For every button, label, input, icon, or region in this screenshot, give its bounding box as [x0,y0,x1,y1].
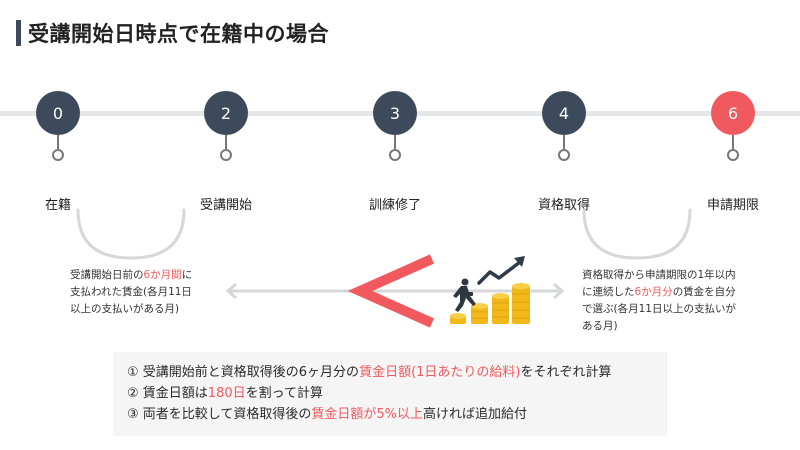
summary-line-3: ③ 両者を比較して資格取得後の賃金日額が5%以上高ければ追加給付 [127,404,653,425]
coin-stack-2 [471,303,488,324]
summary-2-text-a: ② 賃金日額は [127,386,208,401]
note-left-line-2: 支払われた賃金(各月11日 [70,286,192,298]
note-right-text-b: の賃金を自分 [672,286,736,298]
note-right-line-3: で選ぶ(各月11日以上の支払いが [582,303,736,315]
milestone-4: 4 資格取得 [538,91,590,213]
milestone-6-label: 申請期限 [706,198,759,213]
arrowhead-left-icon [225,282,237,300]
summary-1-highlight: 賃金日額(1日あたりの給料) [359,365,521,380]
milestone-dot [389,149,401,161]
note-right-line-4: ある月) [582,320,618,332]
title-accent-bar [16,20,21,46]
note-left-text-a: 受講開始日前の [70,269,144,281]
summary-line-1: ① 受講開始前と資格取得後の6ヶ月分の賃金日額(1日あたりの給料)をそれぞれ計算 [127,362,653,383]
note-left-text-b: に [181,269,193,281]
milestone-2-label: 受講開始 [199,198,252,213]
arrowhead-right-icon [553,282,565,300]
summary-3-text-a: ③ 両者を比較して資格取得後の [127,407,312,422]
milestone-6-circle: 6 [711,91,755,135]
summary-box: ① 受講開始前と資格取得後の6ヶ月分の賃金日額(1日あたりの給料)をそれぞれ計算… [113,352,667,436]
note-left-highlight: 6か月間 [143,269,182,281]
summary-2-highlight: 180日 [207,386,246,401]
less-than-sign-icon [347,254,435,328]
businessman-running-icon [453,278,476,312]
rising-trend-arrow-icon [477,256,525,285]
milestone-3: 3 訓練修了 [369,91,421,213]
note-left-line-3: 以上の支払いがある月) [70,303,180,315]
milestone-stem [563,135,565,149]
bracket-arc-left [76,208,186,260]
milestone-stem [225,135,227,149]
milestone-0-label: 在籍 [44,198,71,213]
milestone-dot [727,149,739,161]
summary-line-2: ② 賃金日額は180日を割って計算 [127,383,653,404]
milestone-dot [52,149,64,161]
milestone-6: 6 申請期限 [707,91,759,213]
milestone-dot [220,149,232,161]
summary-1-text-a: ① 受講開始前と資格取得後の6ヶ月分の [127,365,360,380]
summary-3-text-b: 高ければ追加給付 [423,407,528,422]
summary-1-text-b: をそれぞれ計算 [520,365,612,380]
milestone-3-label: 訓練修了 [368,198,421,213]
coin-stack-4 [512,283,530,324]
summary-3-highlight: 賃金日額が5%以上 [311,407,424,422]
milestone-stem [394,135,396,149]
page-title: 受講開始日時点で在籍中の場合 [28,22,329,46]
milestone-stem [732,135,734,149]
milestone-stem [57,135,59,149]
milestone-0: 0 在籍 [36,91,80,213]
note-after-qualification: 資格取得から申請期限の1年以内 に連続した6か月分の賃金を自分 で選ぶ(各月11… [582,267,772,335]
note-right-highlight: 6か月分 [634,286,673,298]
milestone-4-label: 資格取得 [537,198,590,213]
milestone-dot [558,149,570,161]
coin-stack-3 [492,293,509,324]
note-right-line-1: 資格取得から申請期限の1年以内 [582,269,736,281]
note-right-text-a: に連続した [582,286,635,298]
milestone-0-circle: 0 [36,91,80,135]
coin-stacks-icon [450,283,530,324]
coin-stack-1 [450,313,466,324]
note-before-training: 受講開始日前の6か月間に 支払われた賃金(各月11日 以上の支払いがある月) [70,267,240,318]
milestone-4-circle: 4 [542,91,586,135]
milestone-3-circle: 3 [373,91,417,135]
summary-2-text-b: を割って計算 [245,386,323,401]
milestone-2: 2 受講開始 [200,91,252,213]
milestone-2-circle: 2 [204,91,248,135]
bracket-arc-right [582,208,692,260]
